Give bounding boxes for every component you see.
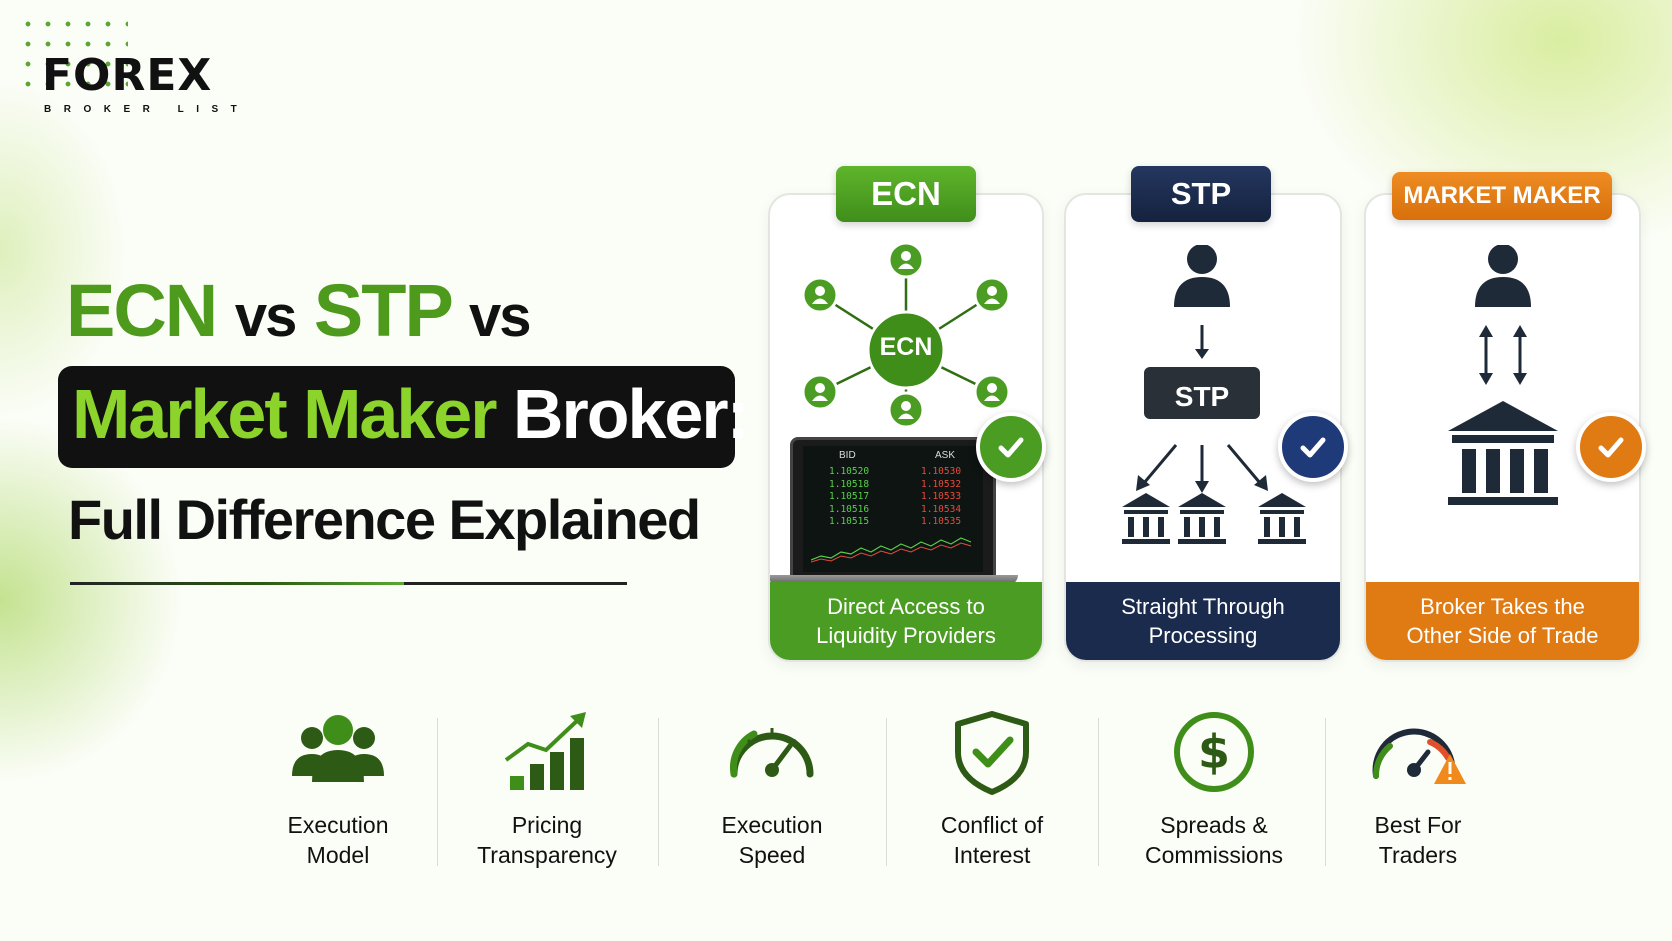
logo-tagline: BROKER LIST bbox=[44, 104, 250, 115]
laptop-screen: BID ASK 1.10520 1.10518 1.10517 1.10516 … bbox=[790, 437, 996, 581]
title-vs-1: vs bbox=[234, 284, 297, 349]
feature-label: Pricing Transparency bbox=[477, 812, 617, 868]
ecn-badge: ECN bbox=[836, 166, 976, 222]
title-vs-2: vs bbox=[469, 284, 531, 349]
stp-flow-diagram bbox=[1122, 245, 1306, 544]
ecn-network-diagram bbox=[801, 241, 1011, 429]
title-stp: STP bbox=[313, 269, 453, 352]
bid-price: 1.10520 bbox=[829, 466, 870, 477]
title-line-3: Full Difference Explained bbox=[68, 488, 701, 551]
market-maker-check-icon bbox=[1576, 412, 1646, 482]
feature-execution-speed: Execution Speed bbox=[692, 710, 852, 870]
order-book: BID ASK 1.10520 1.10518 1.10517 1.10516 … bbox=[803, 446, 983, 572]
ask-price: 1.10530 bbox=[921, 466, 962, 477]
feature-label: Execution Speed bbox=[721, 812, 823, 868]
ecn-card-footer: Direct Access to Liquidity Providers bbox=[770, 582, 1042, 660]
feature-label: Execution Model bbox=[287, 812, 389, 868]
market-maker-diagram bbox=[1448, 245, 1558, 505]
stp-badge: STP bbox=[1131, 166, 1271, 222]
bar-chart-icon bbox=[504, 712, 586, 790]
feature-divider bbox=[886, 718, 887, 866]
title-market-maker: Market Maker bbox=[72, 375, 497, 453]
speedometer-icon bbox=[730, 728, 814, 778]
logo-wordmark: FOREX bbox=[42, 50, 213, 101]
users-icon bbox=[292, 715, 384, 782]
market-maker-badge: MARKET MAKER bbox=[1392, 172, 1612, 220]
ecn-hub-label: ECN bbox=[879, 333, 933, 361]
feature-execution-model: Execution Model bbox=[258, 710, 418, 870]
feature-divider bbox=[1098, 718, 1099, 866]
logo-dots bbox=[18, 14, 128, 94]
bank-icons bbox=[1122, 493, 1306, 544]
feature-best-for-traders: Best For Traders bbox=[1338, 710, 1498, 870]
stp-card: STP Straight Through Processing bbox=[1064, 193, 1342, 662]
title-underline bbox=[70, 582, 627, 585]
feature-divider bbox=[658, 718, 659, 866]
price-candles-icon bbox=[811, 537, 972, 563]
feature-label: Best For Traders bbox=[1374, 812, 1462, 868]
ask-price: 1.10533 bbox=[921, 491, 962, 502]
bid-price: 1.10515 bbox=[829, 516, 870, 527]
stp-check-icon bbox=[1278, 412, 1348, 482]
title-ecn: ECN bbox=[66, 269, 218, 352]
bid-price: 1.10516 bbox=[829, 503, 870, 515]
bid-column: 1.10520 1.10518 1.10517 1.10516 1.10515 bbox=[829, 466, 869, 529]
bid-header: BID bbox=[839, 450, 856, 461]
feature-label: Conflict of Interest bbox=[940, 812, 1044, 868]
dollar-icon: $ bbox=[1174, 712, 1254, 792]
ask-price: 1.10534 bbox=[921, 503, 962, 515]
shield-check-icon bbox=[955, 711, 1029, 795]
feature-conflict-of-interest: Conflict of Interest bbox=[912, 710, 1072, 870]
title-highlight-box bbox=[58, 366, 735, 468]
market-maker-card: BROKER Broker Takes the Other Side of Tr… bbox=[1364, 193, 1641, 662]
trader-icon bbox=[1174, 245, 1230, 307]
feature-label: Spreads & Commissions bbox=[1144, 812, 1284, 868]
stp-card-footer: Straight Through Processing bbox=[1066, 582, 1340, 660]
ecn-check-icon bbox=[976, 412, 1046, 482]
stp-box-label: STP bbox=[1174, 381, 1230, 412]
bid-price: 1.10518 bbox=[829, 478, 870, 490]
trader-icon bbox=[1475, 245, 1531, 307]
ecn-trader-nodes bbox=[801, 241, 1011, 429]
ask-header: ASK bbox=[935, 450, 956, 461]
two-way-arrows-icon bbox=[1479, 325, 1527, 385]
feature-pricing-transparency: Pricing Transparency bbox=[467, 710, 627, 870]
title-line-2: Market Maker Broker: bbox=[72, 374, 750, 454]
feature-spreads-commissions: $ Spreads & Commissions bbox=[1134, 710, 1294, 870]
title-line-1: ECN vs STP vs bbox=[66, 268, 532, 353]
broker-box-label: BROKER bbox=[1456, 531, 1548, 554]
laptop-base bbox=[770, 575, 1018, 585]
bid-price: 1.10517 bbox=[829, 491, 870, 502]
market-maker-card-footer: Broker Takes the Other Side of Trade bbox=[1366, 582, 1639, 660]
gauge-warning-icon bbox=[1372, 728, 1466, 784]
ask-column: 1.10530 1.10532 1.10533 1.10534 1.10535 bbox=[921, 466, 961, 529]
ask-price: 1.10535 bbox=[921, 516, 962, 527]
feature-divider bbox=[437, 718, 438, 866]
ask-price: 1.10532 bbox=[921, 478, 962, 490]
feature-divider bbox=[1325, 718, 1326, 866]
svg-text:$: $ bbox=[1198, 725, 1230, 779]
bank-icon bbox=[1448, 401, 1558, 505]
title-broker: Broker: bbox=[512, 375, 750, 453]
